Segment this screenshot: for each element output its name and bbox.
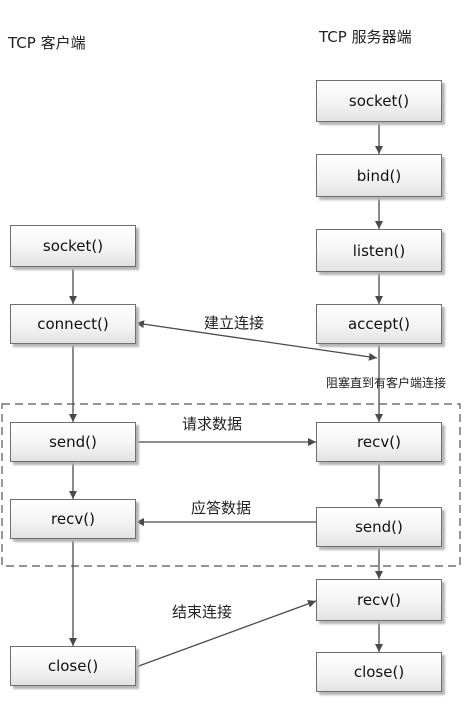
server-socket-box: socket() [316, 80, 442, 122]
client-socket-box: socket() [10, 225, 136, 267]
client-connect-box: connect() [10, 304, 136, 344]
server-send-box: send() [316, 507, 442, 547]
terminate-connection-label: 结束连接 [172, 603, 233, 621]
client-send-box: send() [10, 422, 136, 462]
server-recv-box: recv() [316, 422, 442, 462]
server-bind-box: bind() [316, 154, 442, 197]
server-title: TCP 服务器端 [319, 28, 412, 46]
data-exchange-region [1, 403, 461, 567]
client-close-box: close() [10, 646, 136, 686]
client-recv-box: recv() [10, 499, 136, 539]
establish-connection-label: 建立连接 [204, 314, 265, 332]
arrow-terminate-connection [135, 599, 317, 668]
client-title: TCP 客户端 [8, 34, 86, 52]
server-accept-box: accept() [316, 304, 442, 344]
server-listen-box: listen() [316, 229, 442, 272]
request-data-label: 请求数据 [182, 415, 243, 433]
arrow-establish-connection [135, 320, 378, 361]
blocked-until-connect-label: 阻塞直到有客户端连接 [326, 376, 447, 390]
response-data-label: 应答数据 [191, 499, 252, 517]
server-close-box: close() [316, 652, 442, 692]
server-recv-box: recv() [316, 579, 442, 621]
